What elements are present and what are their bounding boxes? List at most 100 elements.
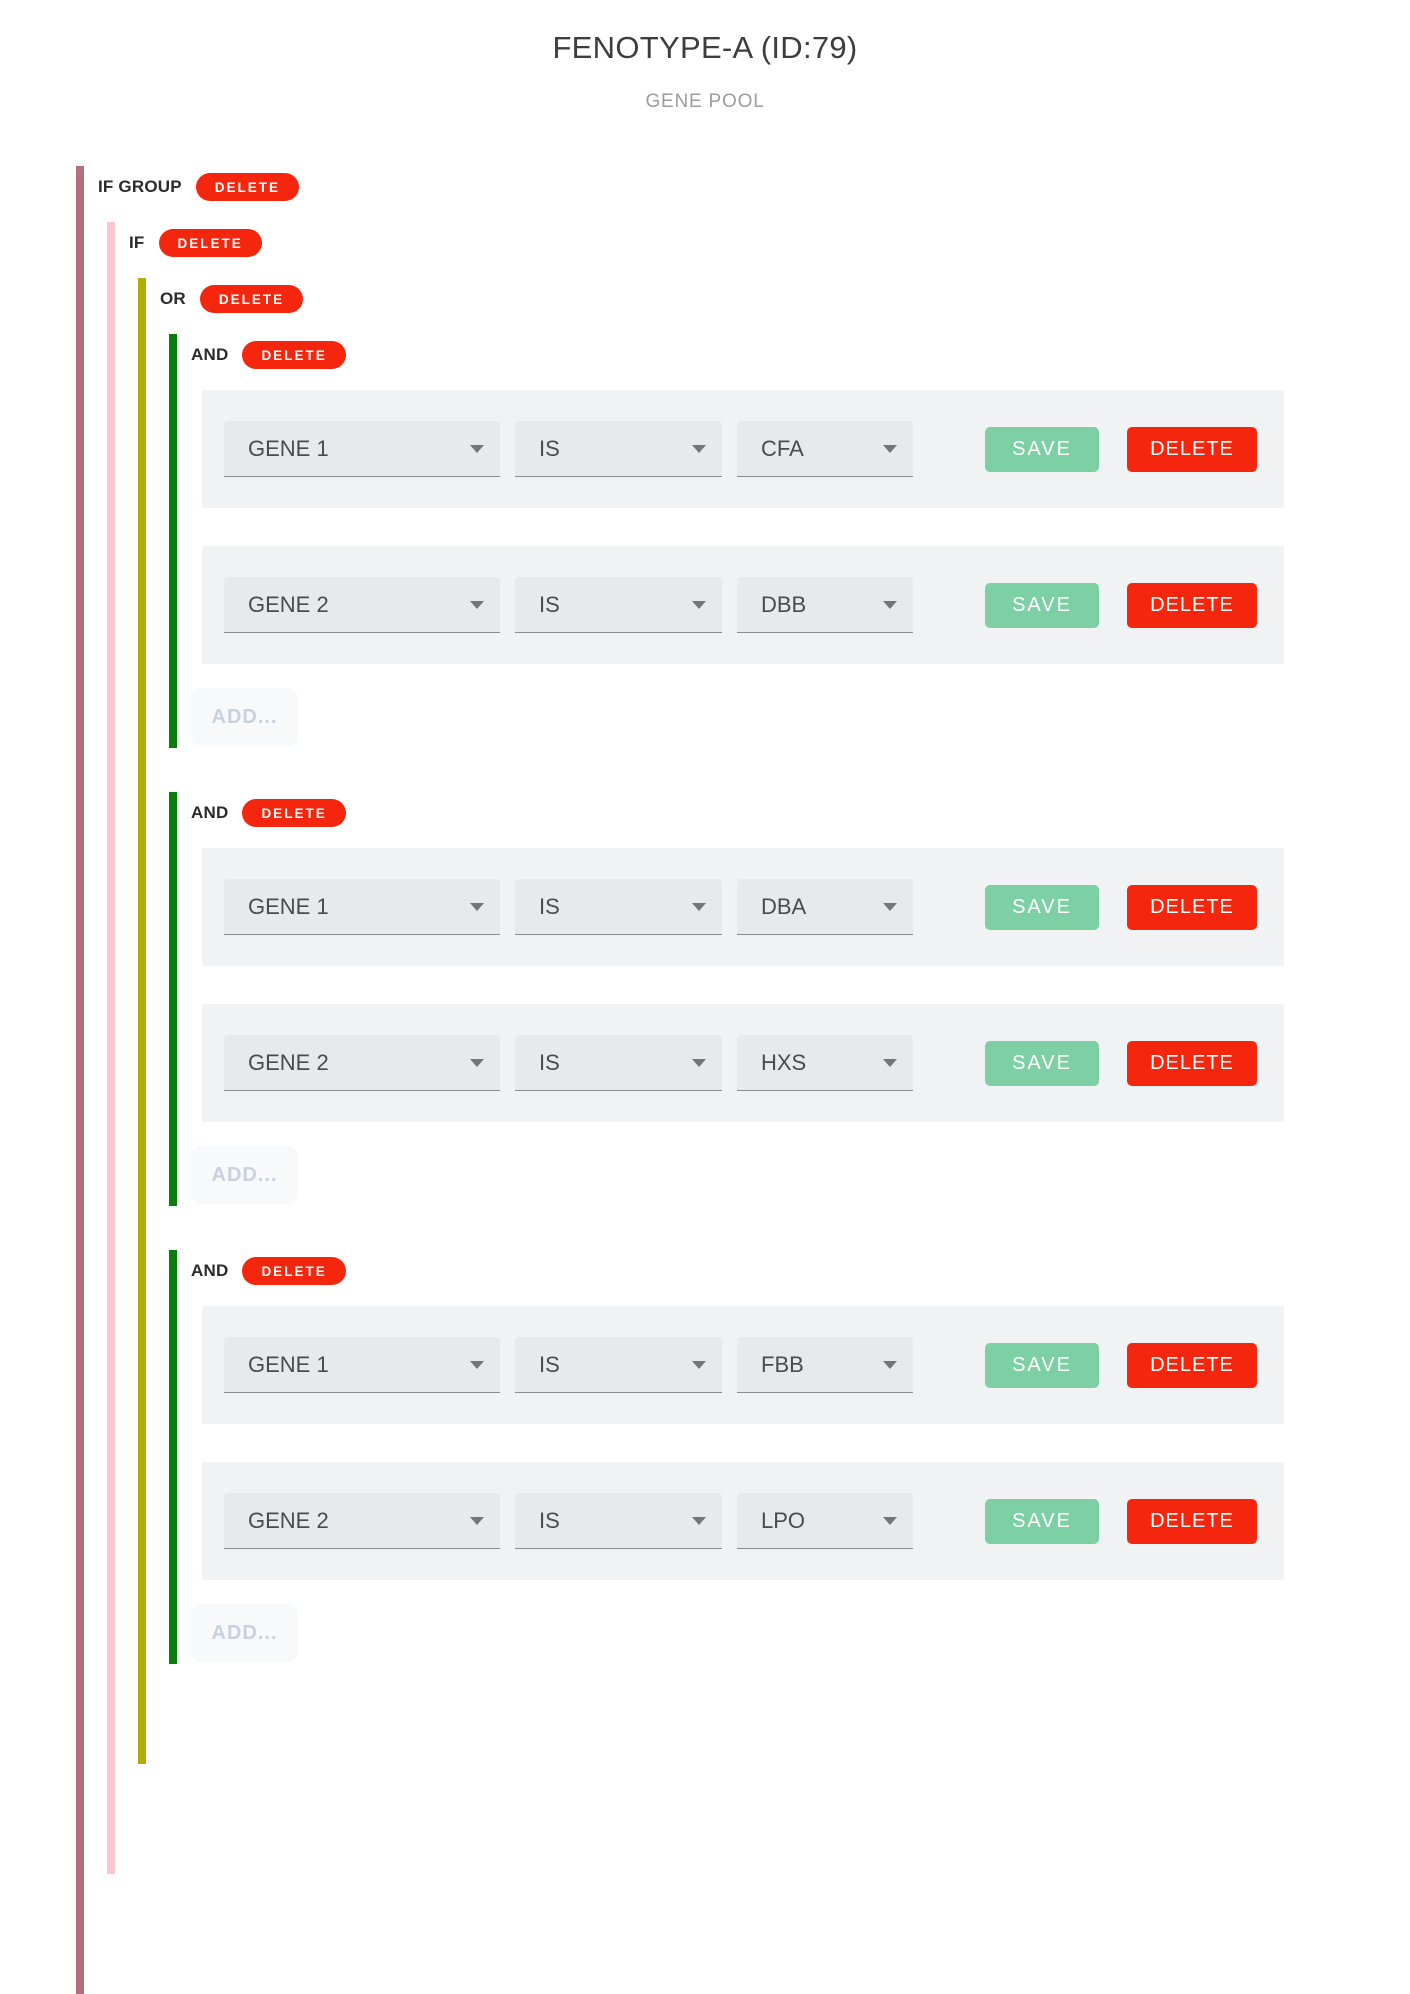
rule-tree: IF GROUP DELETE IF DELETE OR DELETE	[76, 166, 1410, 1994]
condition-row: GENE 2 IS HXS	[202, 1004, 1284, 1122]
or-children: AND DELETE GENE 1 IS	[169, 334, 1410, 1664]
value-select[interactable]: CFA	[737, 421, 913, 477]
operator-select[interactable]: IS	[515, 1035, 722, 1091]
chevron-down-icon	[470, 1360, 484, 1369]
if-group-label: IF GROUP	[98, 177, 182, 196]
chevron-down-icon	[883, 600, 897, 609]
operator-select-value: IS	[539, 1507, 560, 1533]
chevron-down-icon	[692, 444, 706, 453]
page-header: FENOTYPE-A (ID:79) GENE POOL	[0, 0, 1410, 113]
and-group-1: AND DELETE GENE 1 IS	[169, 334, 1410, 748]
value-select-value: CFA	[761, 435, 804, 461]
operator-select-value: IS	[539, 1049, 560, 1075]
value-select[interactable]: HXS	[737, 1035, 913, 1091]
if-group-header: IF GROUP DELETE	[98, 172, 1410, 202]
save-button[interactable]: SAVE	[985, 582, 1099, 628]
if-children: OR DELETE AND DELETE	[138, 278, 1410, 1764]
condition-row: GENE 1 IS CFA	[202, 390, 1284, 508]
or-label: OR	[160, 289, 186, 308]
and-group-2: AND DELETE GENE 1 IS	[169, 792, 1410, 1206]
operator-select[interactable]: IS	[515, 1337, 722, 1393]
chevron-down-icon	[692, 1360, 706, 1369]
gene-select[interactable]: GENE 1	[224, 421, 500, 477]
condition-row: GENE 2 IS LPO	[202, 1462, 1284, 1580]
add-condition-button[interactable]: ADD...	[191, 688, 298, 746]
operator-select[interactable]: IS	[515, 577, 722, 633]
delete-button[interactable]: DELETE	[1127, 426, 1257, 472]
value-select-value: FBB	[761, 1351, 804, 1377]
value-select[interactable]: FBB	[737, 1337, 913, 1393]
and-group-2-delete-button[interactable]: DELETE	[242, 799, 346, 827]
delete-button[interactable]: DELETE	[1127, 1342, 1257, 1388]
gene-select[interactable]: GENE 1	[224, 1337, 500, 1393]
delete-button[interactable]: DELETE	[1127, 884, 1257, 930]
if-header: IF DELETE	[129, 228, 1410, 258]
page-subtitle: GENE POOL	[645, 91, 765, 112]
chevron-down-icon	[692, 600, 706, 609]
value-select[interactable]: DBB	[737, 577, 913, 633]
or-header: OR DELETE	[160, 284, 1410, 314]
chevron-down-icon	[883, 444, 897, 453]
value-select-value: HXS	[761, 1049, 807, 1075]
save-button[interactable]: SAVE	[985, 1498, 1099, 1544]
delete-button[interactable]: DELETE	[1127, 1498, 1257, 1544]
chevron-down-icon	[883, 902, 897, 911]
chevron-down-icon	[692, 1516, 706, 1525]
and-label: AND	[191, 1261, 229, 1280]
chevron-down-icon	[470, 1058, 484, 1067]
if-label: IF	[129, 233, 145, 252]
gene-select-value: GENE 1	[248, 435, 329, 461]
if-node: IF DELETE OR DELETE AND	[107, 222, 1410, 1874]
page-title: FENOTYPE-A (ID:79)	[552, 30, 858, 65]
save-button[interactable]: SAVE	[985, 1342, 1099, 1388]
condition-row: GENE 2 IS DBB	[202, 546, 1284, 664]
save-button[interactable]: SAVE	[985, 426, 1099, 472]
or-delete-button[interactable]: DELETE	[199, 285, 304, 313]
and-group-2-header: AND DELETE	[191, 798, 1410, 828]
and-group-1-header: AND DELETE	[191, 340, 1410, 370]
or-node: OR DELETE AND DELETE	[138, 278, 1410, 1764]
chevron-down-icon	[692, 902, 706, 911]
value-select-value: LPO	[761, 1507, 806, 1533]
add-condition-button[interactable]: ADD...	[191, 1146, 298, 1204]
condition-row: GENE 1 IS DBA	[202, 848, 1284, 966]
value-select-value: DBA	[761, 893, 807, 919]
and-group-3-delete-button[interactable]: DELETE	[242, 1257, 346, 1285]
gene-select[interactable]: GENE 2	[224, 577, 500, 633]
operator-select[interactable]: IS	[515, 879, 722, 935]
chevron-down-icon	[883, 1058, 897, 1067]
and-label: AND	[191, 345, 229, 364]
chevron-down-icon	[883, 1360, 897, 1369]
operator-select[interactable]: IS	[515, 421, 722, 477]
operator-select-value: IS	[539, 435, 560, 461]
operator-select[interactable]: IS	[515, 1493, 722, 1549]
save-button[interactable]: SAVE	[985, 1040, 1099, 1086]
chevron-down-icon	[883, 1516, 897, 1525]
and-group-3-header: AND DELETE	[191, 1256, 1410, 1286]
if-group-children: IF DELETE OR DELETE AND	[107, 222, 1410, 1874]
gene-select-value: GENE 1	[248, 1351, 329, 1377]
save-button[interactable]: SAVE	[985, 884, 1099, 930]
and-group-3: AND DELETE GENE 1 IS	[169, 1250, 1410, 1664]
chevron-down-icon	[470, 902, 484, 911]
if-delete-button[interactable]: DELETE	[158, 229, 262, 257]
gene-select[interactable]: GENE 1	[224, 879, 500, 935]
operator-select-value: IS	[539, 893, 560, 919]
chevron-down-icon	[470, 1516, 484, 1525]
add-condition-button[interactable]: ADD...	[191, 1604, 298, 1662]
gene-select-value: GENE 2	[248, 1507, 329, 1533]
gene-select-value: GENE 1	[248, 893, 329, 919]
delete-button[interactable]: DELETE	[1127, 1040, 1257, 1086]
value-select[interactable]: DBA	[737, 879, 913, 935]
and-group-1-delete-button[interactable]: DELETE	[242, 341, 346, 369]
if-group-delete-button[interactable]: DELETE	[195, 173, 300, 201]
gene-select[interactable]: GENE 2	[224, 1035, 500, 1091]
value-select[interactable]: LPO	[737, 1493, 913, 1549]
if-group-node: IF GROUP DELETE IF DELETE OR DELETE	[76, 166, 1410, 1994]
gene-select[interactable]: GENE 2	[224, 1493, 500, 1549]
gene-select-value: GENE 2	[248, 1049, 329, 1075]
value-select-value: DBB	[761, 591, 807, 617]
and-label: AND	[191, 803, 229, 822]
chevron-down-icon	[470, 600, 484, 609]
delete-button[interactable]: DELETE	[1127, 582, 1257, 628]
